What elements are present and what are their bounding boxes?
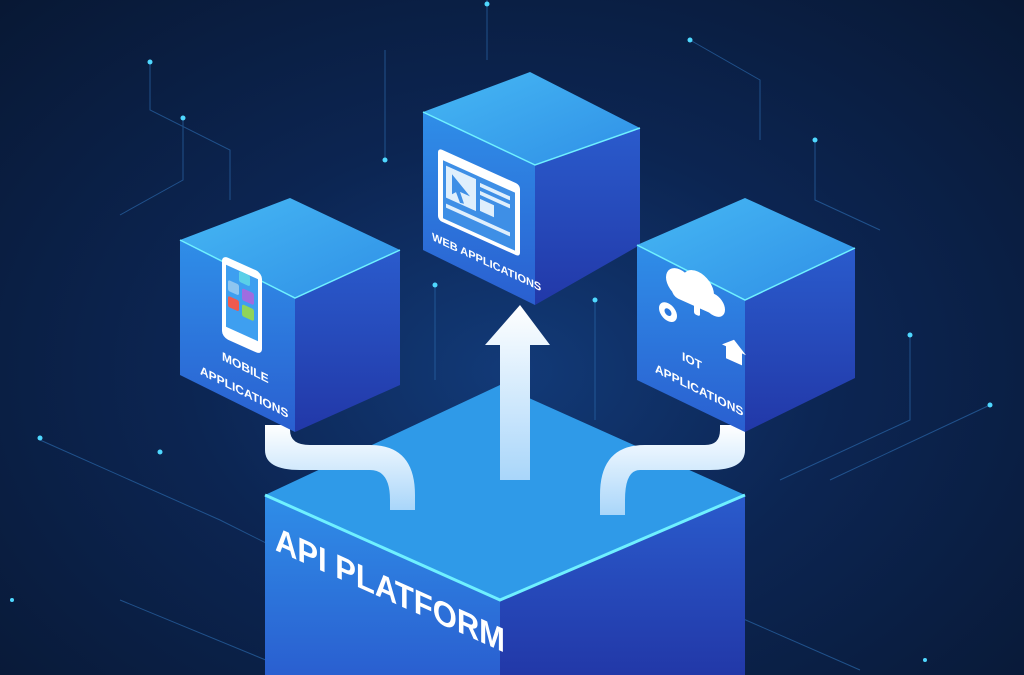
iot-applications-block: IOT APPLICATIONS xyxy=(636,198,856,432)
connector-arrows xyxy=(265,305,745,515)
mobile-connector-pipe xyxy=(265,425,415,510)
smartphone-icon xyxy=(222,257,262,353)
home-icon xyxy=(722,339,746,366)
web-applications-block: WEB APPLICATIONS xyxy=(422,72,641,305)
circuit-dots xyxy=(10,1,993,662)
mobile-applications-block: MOBILE APPLICATIONS xyxy=(179,198,401,432)
iot-connector-pipe xyxy=(600,425,745,515)
cloud-iot-icon xyxy=(659,268,746,366)
circuit-lines xyxy=(39,0,991,671)
up-arrow-icon xyxy=(485,305,550,480)
browser-window-icon xyxy=(438,149,520,256)
api-platform-block: API PLATFORM xyxy=(264,385,746,675)
